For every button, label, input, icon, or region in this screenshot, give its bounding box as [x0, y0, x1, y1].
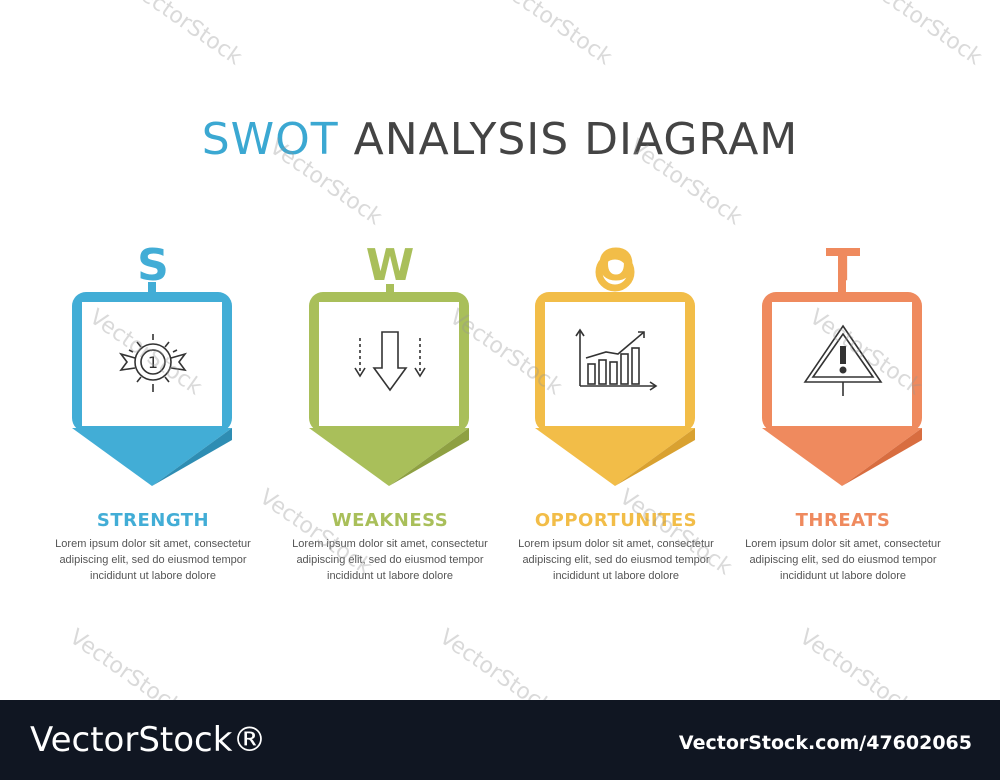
card-label: WEAKNESS — [331, 510, 449, 531]
title-accent: SWOT — [201, 114, 339, 165]
svg-text:1: 1 — [148, 353, 158, 372]
desc-line: adipiscing elit, sed do eiusmod tempor — [296, 554, 484, 566]
card-description: Lorem ipsum dolor sit amet, consectetur … — [43, 536, 263, 584]
connector-w — [386, 284, 394, 296]
growth-chart-icon — [575, 328, 658, 391]
card-description: Lorem ipsum dolor sit amet, consectetur … — [506, 536, 726, 584]
connector-t-bar — [826, 248, 860, 256]
warning-sign-icon — [803, 324, 883, 396]
swot-diagram: SWOT ANALYSIS DIAGRAM S 1 STRENGTH — [0, 0, 1000, 720]
card-opportunities: O OPPORTUNITES Lorem ips — [518, 240, 714, 582]
card-description: Lorem ipsum dolor sit amet, consectetur … — [733, 536, 953, 584]
desc-line: incididunt ut labore dolore — [90, 570, 216, 582]
card-weakness: W WEAKNESS Lorem ipsum dolor sit amet, c… — [292, 240, 488, 582]
desc-line: Lorem ipsum dolor sit amet, consectetur — [745, 538, 941, 550]
card-label: STRENGTH — [96, 510, 210, 531]
card-strength: S 1 STRENGTH Lorem ipsum dolor sit amet,… — [55, 240, 251, 582]
footer-reference: VectorStock.com/47602065 — [678, 732, 972, 754]
connector-layer — [148, 248, 860, 296]
connector-o — [595, 252, 635, 292]
connector-s — [148, 282, 156, 296]
desc-line: Lorem ipsum dolor sit amet, consectetur — [292, 538, 488, 550]
desc-line: adipiscing elit, sed do eiusmod tempor — [522, 554, 710, 566]
award-medal-icon: 1 — [118, 334, 188, 392]
card-label: THREATS — [795, 510, 891, 531]
card-threats: T THREATS Lorem ipsum dolor sit amet, co… — [745, 240, 941, 582]
diagram-title: SWOT ANALYSIS DIAGRAM — [0, 114, 1000, 165]
desc-line: adipiscing elit, sed do eiusmod tempor — [59, 554, 247, 566]
card-frame — [72, 292, 232, 486]
desc-line: incididunt ut labore dolore — [780, 570, 906, 582]
desc-line: Lorem ipsum dolor sit amet, consectetur — [518, 538, 714, 550]
footer-bar: VectorStock® VectorStock.com/47602065 — [0, 700, 1000, 780]
connector-t — [838, 248, 846, 296]
card-letter: W — [365, 240, 415, 291]
footer-brand: VectorStock® — [30, 720, 267, 760]
down-arrows-icon — [354, 331, 426, 392]
desc-line: incididunt ut labore dolore — [553, 570, 679, 582]
card-description: Lorem ipsum dolor sit amet, consectetur … — [280, 536, 500, 584]
desc-line: incididunt ut labore dolore — [327, 570, 453, 582]
desc-line: Lorem ipsum dolor sit amet, consectetur — [55, 538, 251, 550]
card-frame — [309, 292, 469, 486]
title-rest: ANALYSIS DIAGRAM — [353, 114, 799, 165]
desc-line: adipiscing elit, sed do eiusmod tempor — [749, 554, 937, 566]
card-label: OPPORTUNITES — [534, 510, 698, 531]
